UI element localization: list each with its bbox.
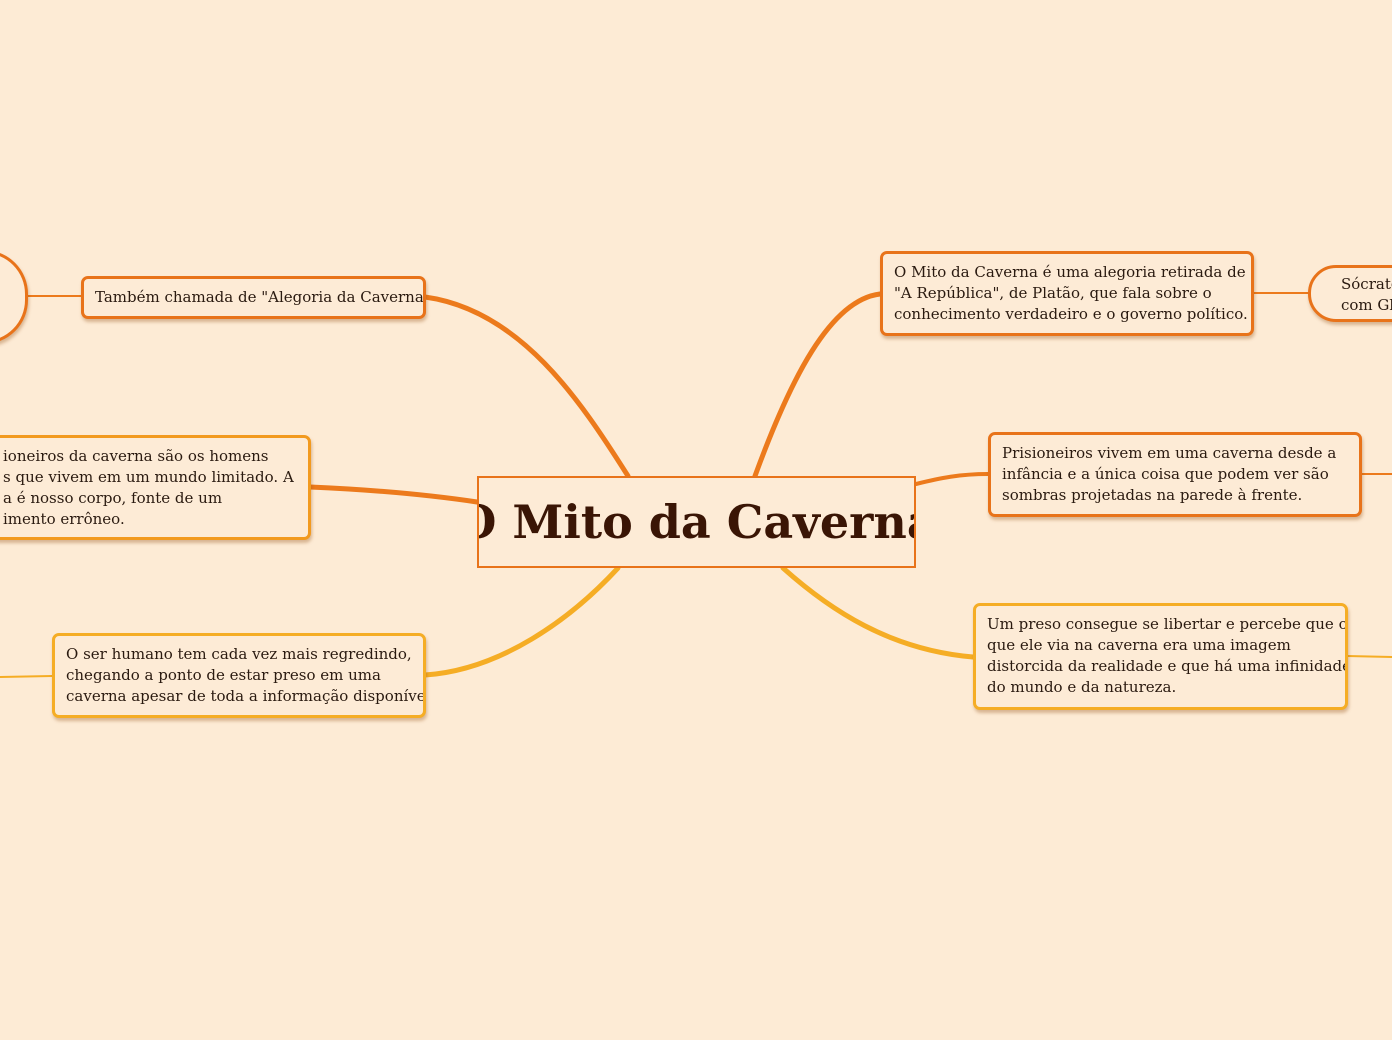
link-bottom-left: [422, 565, 621, 678]
node-text-line: Prisioneiros vivem em uma caverna desde …: [1002, 444, 1337, 462]
node-text-line: O Mito da Caverna é uma alegoria retirad…: [894, 263, 1246, 281]
node-text-line: sombras projetadas na parede à frente.: [1002, 486, 1303, 504]
link-bottom-right: [780, 565, 976, 660]
node-text-line: que ele via na caverna era uma imagem: [987, 636, 1291, 654]
node-text-line: Sócrate: [1341, 275, 1392, 293]
node-mid-left[interactable]: ioneiros da caverna são os homens s que …: [0, 435, 311, 540]
link-mid-right: [914, 472, 990, 486]
node-bottom-right[interactable]: Um preso consegue se libertar e percebe …: [973, 603, 1348, 710]
node-text-line: s que vivem em um mundo limitado. A: [3, 468, 294, 486]
node-text-line: O ser humano tem cada vez mais regredind…: [66, 645, 412, 663]
node-mid-right[interactable]: Prisioneiros vivem em uma caverna desde …: [988, 432, 1362, 517]
central-topic[interactable]: O Mito da Caverna: [477, 476, 916, 568]
central-topic-title: O Mito da Caverna: [477, 494, 916, 549]
node-text-line: com Gl: [1341, 296, 1392, 314]
link-top-left: [422, 294, 631, 479]
node-top-right[interactable]: O Mito da Caverna é uma alegoria retirad…: [880, 251, 1254, 336]
link-mid-left: [307, 484, 480, 505]
node-text-line: Também chamada de "Alegoria da Caverna": [95, 288, 426, 306]
node-text-line: chegando a ponto de estar preso em uma: [66, 666, 381, 684]
node-text-line: Um preso consegue se libertar e percebe …: [987, 615, 1348, 633]
node-bottom-left[interactable]: O ser humano tem cada vez mais regredind…: [52, 633, 426, 718]
node-top-left[interactable]: Também chamada de "Alegoria da Caverna": [81, 276, 426, 319]
node-text-line: infância e a única coisa que podem ver s…: [1002, 465, 1329, 483]
node-text-line: conhecimento verdadeiro e o governo polí…: [894, 305, 1248, 323]
node-text-line: imento errôneo.: [3, 510, 125, 528]
link-top-right: [752, 291, 883, 479]
link-bottom-left-out: [0, 675, 53, 678]
link-bottom-right-out: [1346, 655, 1392, 658]
node-text-line: distorcida da realidade e que há uma inf…: [987, 657, 1348, 675]
node-text-line: "A República", de Platão, que fala sobre…: [894, 284, 1212, 302]
node-text-line: a é nosso corpo, fonte de um: [3, 489, 223, 507]
node-far-right[interactable]: Sócrate com Gl: [1308, 265, 1392, 322]
node-text-line: caverna apesar de toda a informação disp…: [66, 687, 426, 705]
node-text-line: do mundo e da natureza.: [987, 678, 1177, 696]
node-text-line: ioneiros da caverna são os homens: [3, 447, 269, 465]
